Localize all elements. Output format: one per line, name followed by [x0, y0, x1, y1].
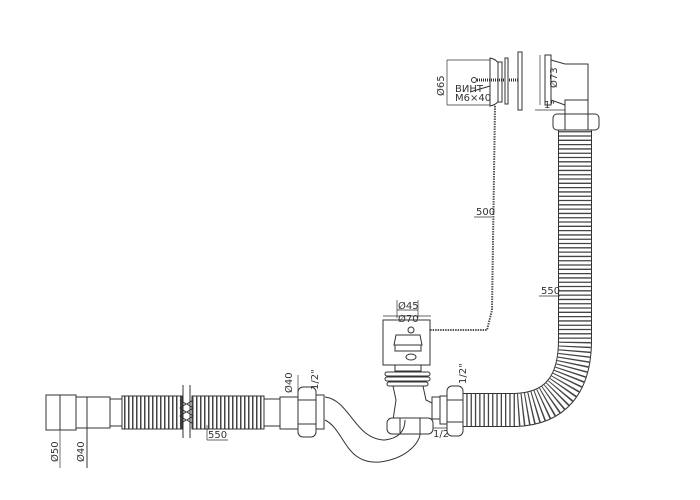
- outlet-diameter-label: Ø73: [548, 67, 560, 88]
- s-trap: [324, 396, 421, 463]
- left-hose-length-label: 550: [208, 430, 227, 441]
- right-hose-length-label: 550: [541, 286, 560, 297]
- trap-inlet-thread-label: 1/2": [310, 369, 321, 390]
- left-connector-diameter-label: Ø40: [283, 372, 295, 393]
- side-nut: [439, 385, 464, 437]
- end-outer-diameter-label: Ø50: [49, 441, 61, 462]
- left-nut: [279, 375, 325, 438]
- end-inner-diameter-label: Ø40: [75, 441, 87, 462]
- drain-outer-diameter-label: Ø70: [398, 313, 419, 325]
- screw-size-label: М6×40: [455, 93, 491, 104]
- left-corrugated-hose: [45, 385, 281, 468]
- outlet-thread-label: 1": [544, 100, 555, 111]
- overflow-diameter-label: Ø65: [435, 75, 447, 96]
- trap-bottom-thread-label: 1/2": [433, 429, 454, 440]
- overflow-assembly: [446, 51, 523, 111]
- trap-side-thread-label: 1/2": [458, 363, 469, 384]
- cable-length-label: 500: [476, 207, 495, 218]
- right-corrugated-hose: [462, 130, 592, 427]
- drain-assembly: [382, 300, 460, 435]
- drain-inner-diameter-label: Ø45: [398, 300, 419, 312]
- screw-label: ВИНТ: [455, 84, 484, 95]
- outlet-fitting: [535, 54, 600, 131]
- drain-cable: [418, 105, 496, 331]
